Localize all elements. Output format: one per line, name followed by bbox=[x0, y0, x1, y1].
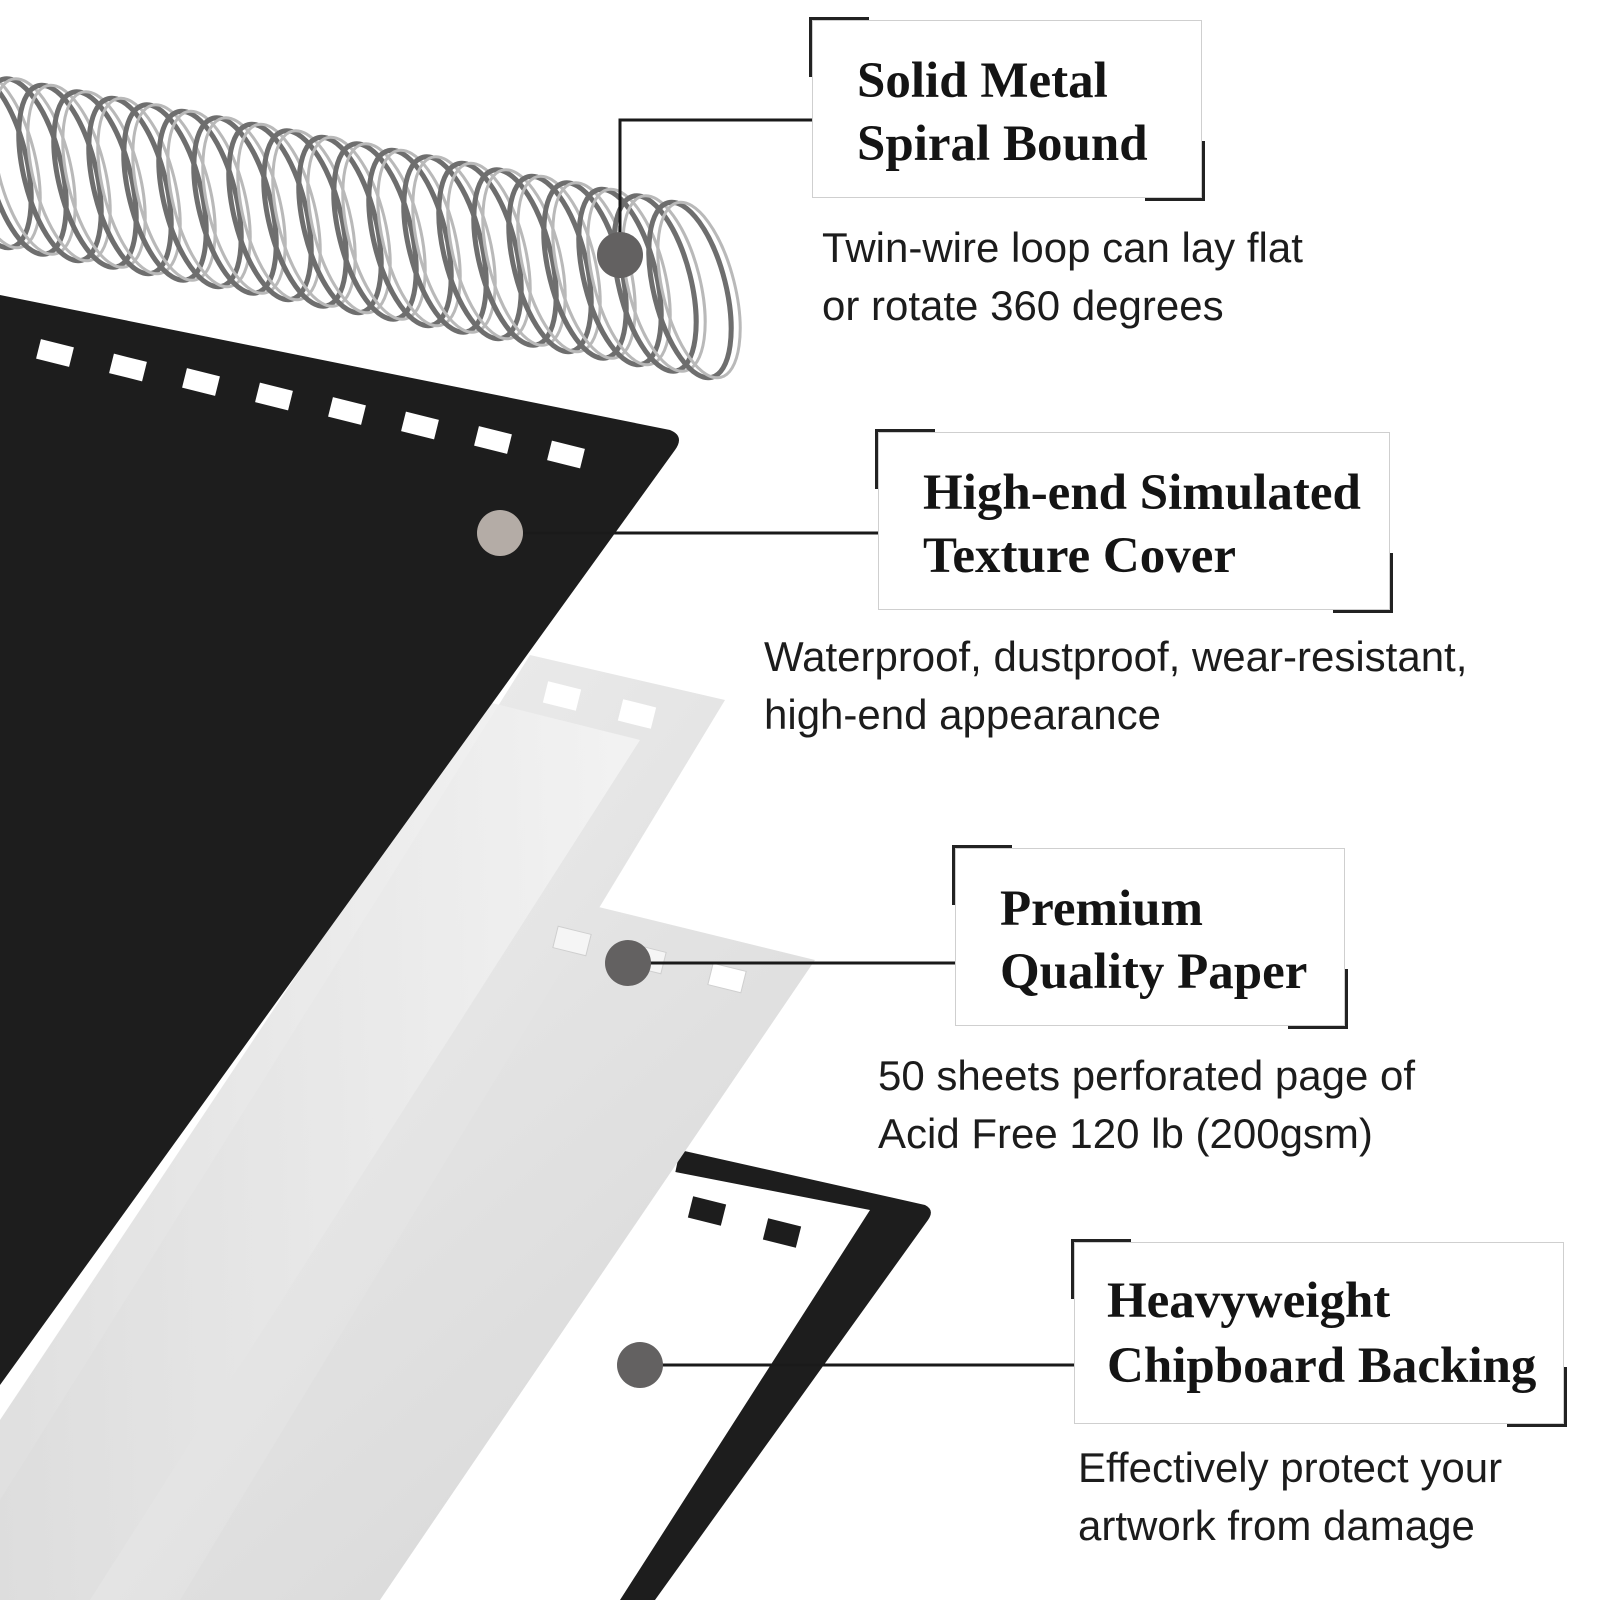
spiral-loop bbox=[236, 122, 322, 302]
callout-description-line: Waterproof, dustproof, wear-resistant, bbox=[764, 633, 1468, 680]
cover-hole bbox=[255, 382, 293, 411]
spiral-loop bbox=[376, 148, 462, 328]
spiral-loop bbox=[446, 161, 532, 341]
callout-title-line: Premium bbox=[1000, 881, 1204, 937]
corner-bracket bbox=[809, 17, 869, 77]
callout-dot-spiral bbox=[597, 232, 643, 278]
title-box-backing: Heavyweight Chipboard Backing bbox=[1071, 1239, 1567, 1427]
callout-title-line: High-end Simulated bbox=[923, 465, 1361, 521]
title-box-cover: High-end Simulated Texture Cover bbox=[875, 429, 1393, 613]
cover-hole bbox=[401, 411, 439, 440]
spiral-loop bbox=[26, 83, 112, 263]
corner-bracket bbox=[875, 429, 935, 489]
callout-description-line: or rotate 360 degrees bbox=[822, 282, 1224, 329]
cover-hole bbox=[182, 368, 220, 396]
cover-hole bbox=[547, 440, 585, 469]
spiral-loop bbox=[131, 103, 217, 282]
cover-hole bbox=[109, 353, 147, 382]
spiral-loop bbox=[271, 129, 357, 308]
corner-bracket bbox=[1288, 969, 1348, 1029]
spiral-loop bbox=[411, 155, 497, 334]
callout-description-line: Twin-wire loop can lay flat bbox=[822, 224, 1303, 271]
spiral-loop bbox=[0, 70, 42, 250]
callout-description-line: Effectively protect your bbox=[1078, 1444, 1503, 1491]
callout-description-line: artwork from damage bbox=[1078, 1502, 1475, 1549]
spiral-loop bbox=[61, 90, 147, 269]
spiral-loop bbox=[621, 194, 707, 373]
cover-hole bbox=[328, 397, 366, 425]
corner-bracket bbox=[1507, 1367, 1567, 1427]
paper-hole bbox=[552, 925, 592, 957]
callout-title-line: Spiral Bound bbox=[857, 116, 1148, 172]
callout-title-line: Chipboard Backing bbox=[1107, 1338, 1537, 1394]
spiral-loop bbox=[306, 135, 392, 315]
texture-cover bbox=[0, 295, 679, 1385]
paper-hole bbox=[542, 681, 582, 711]
callout-title-line: Solid Metal bbox=[857, 53, 1108, 109]
corner-bracket bbox=[1071, 1239, 1131, 1299]
cover-hole bbox=[474, 426, 512, 454]
callout-dot-cover bbox=[477, 510, 523, 556]
paper-hole bbox=[707, 962, 747, 994]
callout-title-line: Quality Paper bbox=[1000, 944, 1308, 1000]
callout-title-line: Texture Cover bbox=[923, 528, 1237, 584]
paper-hole bbox=[617, 699, 657, 729]
callout-title-line: Heavyweight bbox=[1107, 1273, 1391, 1329]
corner-bracket bbox=[1145, 141, 1205, 201]
backing-inner-sheet bbox=[560, 1170, 870, 1600]
backing-hole bbox=[762, 1218, 802, 1248]
callout-description-line: high-end appearance bbox=[764, 691, 1161, 738]
spiral-loop bbox=[96, 96, 182, 276]
spiral-loop bbox=[201, 116, 287, 295]
callout-dot-backing bbox=[617, 1342, 663, 1388]
callout-description-line: Acid Free 120 lb (200gsm) bbox=[878, 1110, 1373, 1157]
spiral-loop bbox=[341, 142, 427, 321]
paper-sheet-top bbox=[0, 700, 640, 1600]
spiral-loop bbox=[0, 77, 77, 256]
corner-bracket bbox=[1333, 553, 1393, 613]
spiral-loop bbox=[166, 109, 252, 289]
callout-dot-paper bbox=[605, 940, 651, 986]
spiral-loop bbox=[481, 168, 567, 347]
spiral-loop bbox=[516, 174, 602, 354]
title-box-paper: Premium Quality Paper bbox=[952, 845, 1348, 1029]
backing-hole bbox=[687, 1196, 727, 1226]
corner-bracket bbox=[952, 845, 1012, 905]
cover-holes bbox=[36, 339, 585, 469]
spiral-loop bbox=[586, 187, 672, 367]
callout-description-line: 50 sheets perforated page of bbox=[878, 1052, 1416, 1099]
cover-hole bbox=[36, 339, 74, 367]
title-box-spiral: Solid Metal Spiral Bound bbox=[809, 17, 1205, 201]
spiral-loop bbox=[656, 200, 742, 380]
leader-line-spiral bbox=[618, 118, 812, 255]
metal-spiral bbox=[0, 69, 742, 381]
